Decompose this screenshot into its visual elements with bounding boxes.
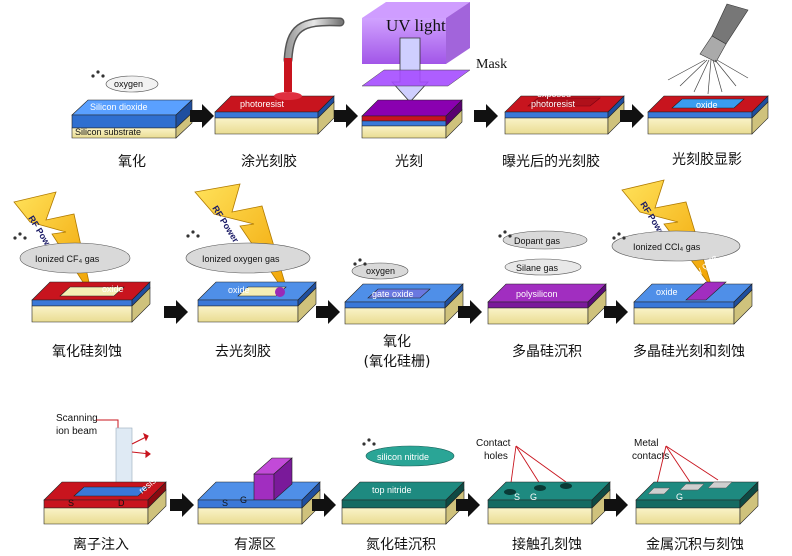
caption-resist-strip: 去光刻胶	[215, 344, 271, 360]
oxygen-plasma-cloud	[185, 242, 311, 274]
label-photoresist: photoresist	[240, 99, 285, 109]
poly-gate-strip	[685, 281, 727, 301]
label-silicon-substrate: Silicon substrate	[75, 127, 141, 137]
label-source-s: S	[68, 498, 74, 508]
oxygen-cloud	[105, 75, 159, 93]
label-g-metal: G	[676, 492, 683, 502]
arrow-icon-r3-2	[312, 493, 336, 517]
arrow-icon-r1-4	[620, 104, 644, 128]
label-silicon-nitride: silicon nitride	[377, 452, 429, 462]
caption-poly-deposition: 多晶硅沉积	[512, 344, 582, 360]
caption-oxidation: 氧化	[118, 154, 146, 170]
ccl4-cloud	[611, 230, 741, 262]
gate-block	[253, 473, 275, 501]
label-oxide-etch: oxide	[102, 284, 124, 294]
arrow-icon-r2-4	[604, 300, 628, 324]
label-mask: Mask	[476, 57, 507, 72]
arrow-icon-r2-1	[164, 300, 188, 324]
oxygen-cloud-2	[351, 262, 409, 280]
panel-poly-deposition: Dopant gas Silane gas polysilicon	[487, 230, 607, 325]
arrow-icon-r3-3	[456, 493, 480, 517]
label-ionized-oxygen: Ionized oxygen gas	[202, 254, 280, 264]
label-ion-beam: ion beam	[56, 426, 97, 437]
label-uv-light: UV light	[386, 16, 446, 35]
label-g-active: G	[240, 495, 247, 505]
label-oxide-strip: oxide	[228, 285, 250, 295]
arrow-icon-r1-1	[190, 104, 214, 128]
caption-nitride-deposition: 氮化硅沉积	[366, 537, 436, 553]
label-drain-d: D	[118, 498, 125, 508]
spray-nozzle	[711, 3, 749, 45]
label-exposed-photoresist: photoresist	[531, 99, 576, 109]
caption-gate-oxidation-sub: (氧化硅栅)	[363, 354, 431, 370]
silicon-nitride-cloud	[365, 445, 455, 467]
label-oxygen: oxygen	[114, 79, 143, 89]
caption-gate-oxidation: 氧化	[383, 334, 411, 350]
caption-metal-etch: 金属沉积与刻蚀	[646, 537, 744, 553]
label-photoresist-etch: photoresist	[98, 270, 143, 280]
caption-lithography: 光刻	[395, 154, 423, 170]
label-contacts: contacts	[632, 451, 669, 462]
label-g-contact: G	[530, 492, 537, 502]
caption-active-region: 有源区	[234, 537, 276, 553]
label-exposed: exposed	[537, 89, 571, 99]
dispense-nozzle	[283, 17, 345, 65]
silane-gas-cloud	[504, 258, 582, 276]
caption-contact-etch: 接触孔刻蚀	[512, 537, 582, 553]
label-top-nitride: top nitride	[372, 485, 412, 495]
panel-oxide-etch: RF Power Ionized CF₄ gas photoresist oxi…	[13, 191, 151, 323]
panel-resist-strip: RF Power Ionized oxygen gas oxide	[185, 183, 317, 323]
label-oxygen-2: oxygen	[366, 266, 395, 276]
caption-poly-etch: 多晶硅光刻和刻蚀	[633, 344, 745, 360]
panel-gate-oxidation: oxygen gate oxide	[344, 258, 464, 325]
panel-lithography: UV light Mask	[361, 2, 507, 139]
caption-ion-implant: 离子注入	[73, 537, 129, 553]
label-scanning: Scanning	[56, 413, 98, 424]
panel-contact-etch: Contact holes S G	[476, 438, 611, 525]
label-metal: Metal	[634, 438, 658, 449]
panel-photoresist-coat: photoresist	[214, 17, 345, 135]
caption-exposed-resist: 曝光后的光刻胶	[502, 154, 600, 170]
arrow-icon-r3-1	[170, 493, 194, 517]
label-holes: holes	[484, 451, 508, 462]
panel-poly-etch: RF Power Ionized CCl₄ gas oxide poly gat…	[611, 179, 753, 325]
label-contact: Contact	[476, 438, 511, 449]
panel-oxidation: oxygen Silicon dioxide Silicon substrate	[71, 70, 193, 139]
panel-develop: oxide	[647, 3, 769, 135]
arrow-icon-r2-3	[458, 300, 482, 324]
dopant-gas-cloud	[502, 230, 588, 250]
panel-ion-implant: Scanning ion beam resist S D	[43, 413, 167, 525]
label-silicon-dioxide: Silicon dioxide	[90, 102, 148, 112]
caption-oxide-etch: 氧化硅刻蚀	[52, 344, 122, 360]
caption-develop: 光刻胶显影	[672, 152, 742, 168]
label-ionized-ccl4: Ionized CCl₄ gas	[633, 242, 701, 252]
caption-photoresist-coat: 涂光刻胶	[241, 154, 297, 170]
panel-nitride-deposition: silicon nitride top nitride	[341, 438, 465, 525]
arrow-icon-r1-3	[474, 104, 498, 128]
label-polysilicon: polysilicon	[516, 289, 558, 299]
label-dopant-gas: Dopant gas	[514, 236, 561, 246]
resist-stream	[284, 58, 292, 92]
panel-metal-etch: Metal contacts G	[632, 438, 759, 525]
label-gate-oxide: gate oxide	[372, 289, 414, 299]
label-oxide-develop: oxide	[696, 100, 718, 110]
label-s-active: S	[222, 498, 228, 508]
label-oxide-poly: oxide	[656, 287, 678, 297]
panel-exposed-resist: exposed photoresist	[504, 89, 625, 135]
label-ionized-cf4: Ionized CF₄ gas	[35, 254, 100, 264]
label-s-contact: S	[514, 492, 520, 502]
arrow-icon-r2-2	[316, 300, 340, 324]
arrow-icon-r1-2	[334, 104, 358, 128]
label-silane-gas: Silane gas	[516, 263, 559, 273]
mask-plate	[361, 69, 471, 87]
arrow-icon-r3-4	[604, 493, 628, 517]
flow-arrows	[164, 104, 644, 517]
cf4-cloud	[19, 242, 131, 274]
panel-active-region: S G	[197, 457, 321, 525]
